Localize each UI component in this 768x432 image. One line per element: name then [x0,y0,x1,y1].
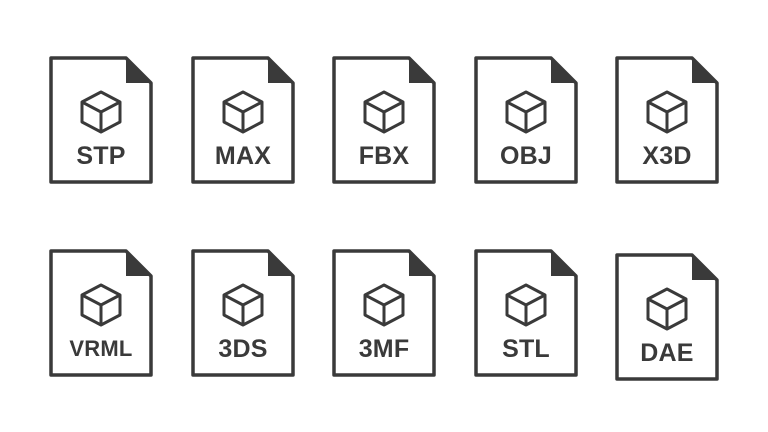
x3d-file-icon: X3D [614,55,720,185]
file-type-label: VRML [69,336,133,361]
cube-icon [80,90,122,134]
vrml-file-icon: VRML [48,248,154,378]
cube-icon [222,283,264,327]
file-type-label: MAX [214,142,272,170]
file-type-label: FBX [358,142,410,170]
cube-icon [363,283,405,327]
file-type-label: STL [502,335,550,363]
3mf-file-icon: 3MF [331,248,437,378]
obj-file-icon: OBJ [473,55,579,185]
file-type-label: OBJ [499,142,552,170]
file-type-label: 3MF [358,335,410,363]
file-type-label: 3DS [218,335,268,363]
cube-icon [80,283,122,327]
fbx-file-icon: FBX [331,55,437,185]
cube-icon [646,90,688,134]
file-type-label: DAE [640,339,694,367]
stp-file-icon: STP [48,55,154,185]
file-type-label: X3D [642,142,692,170]
cube-icon [505,283,547,327]
stl-file-icon: STL [473,248,579,378]
dae-file-icon: DAE [614,252,720,382]
max-file-icon: MAX [190,55,296,185]
cube-icon [646,287,688,331]
cube-icon [505,90,547,134]
file-type-label: STP [76,142,126,170]
cube-icon [222,90,264,134]
cube-icon [363,90,405,134]
3ds-file-icon: 3DS [190,248,296,378]
